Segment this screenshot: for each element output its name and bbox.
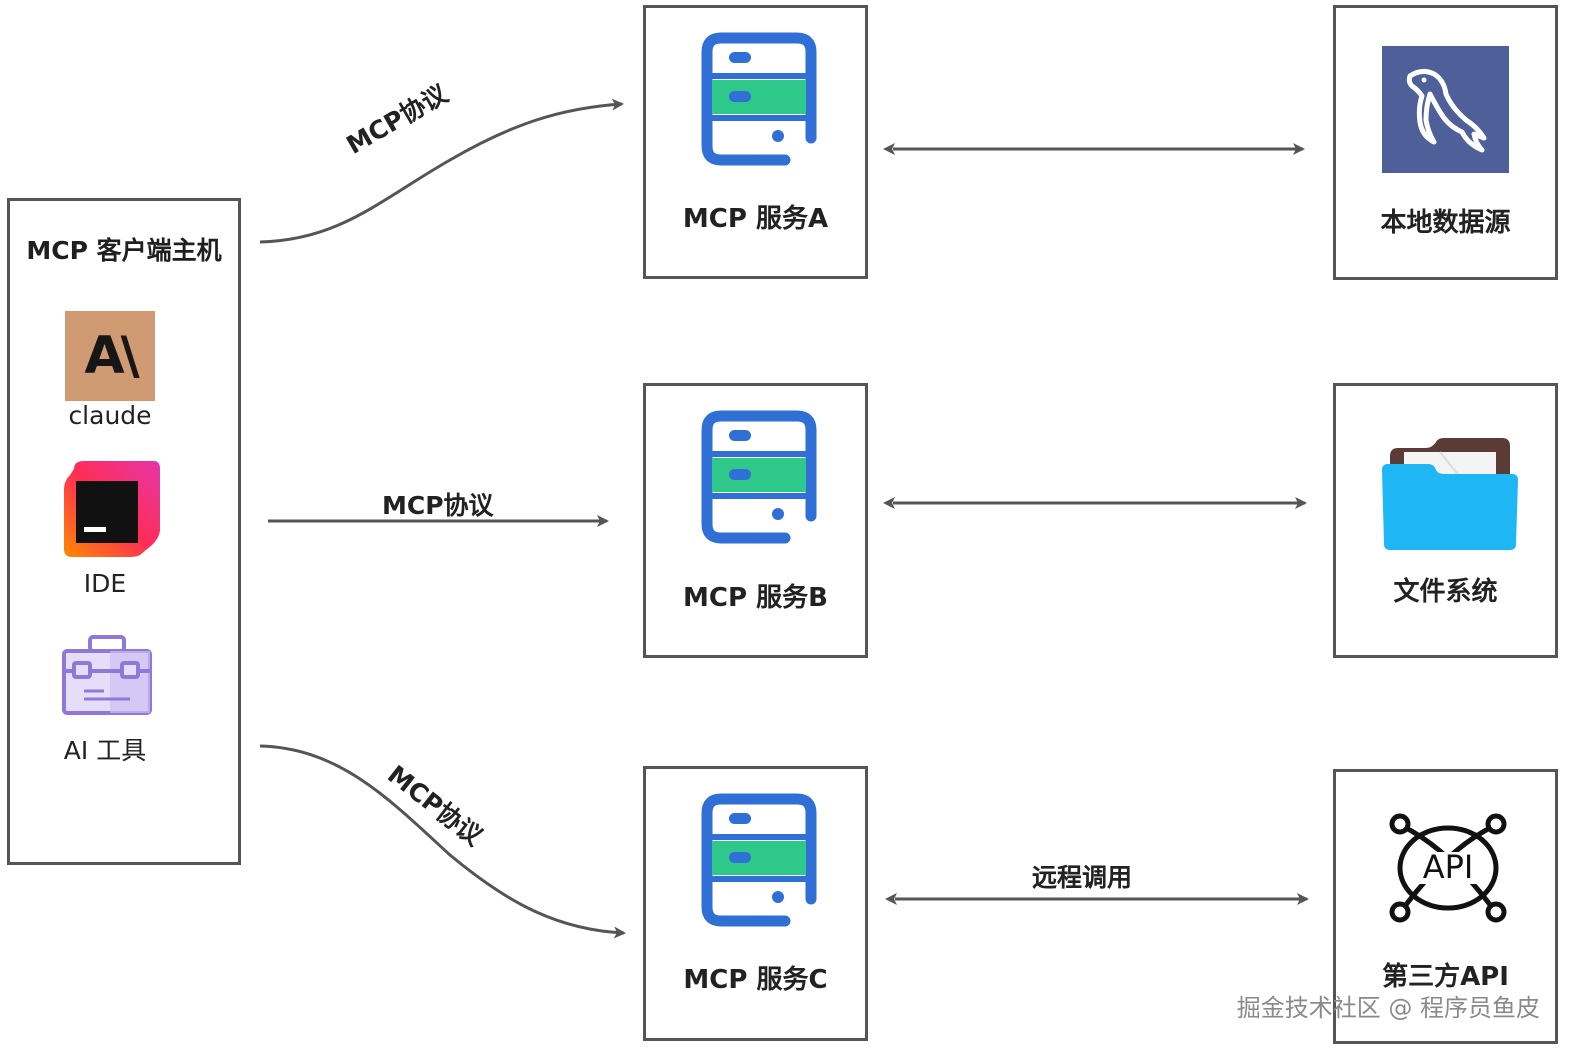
jetbrains-ide-icon (62, 459, 162, 559)
watermark: 掘金技术社区 @ 程序员鱼皮 (1236, 994, 1540, 1022)
server-a-box: MCP 服务A (643, 5, 868, 279)
server-icon (701, 32, 817, 172)
claude-logo-text: A\ (84, 326, 139, 386)
server-b-box: MCP 服务B (643, 383, 868, 658)
file-system-box: 文件系统 (1333, 383, 1558, 658)
claude-label: claude (68, 401, 152, 430)
client-host-title: MCP 客户端主机 (26, 236, 222, 265)
edge-client-to-server-c (259, 744, 626, 939)
claude-logo-icon: A\ (65, 311, 155, 401)
ai-tools-label: AI 工具 (63, 736, 147, 765)
server-icon (701, 410, 817, 550)
ide-label: IDE (83, 569, 127, 598)
edge-label-protocol-top: MCP协议 (341, 78, 453, 160)
server-a-label: MCP 服务A (682, 204, 829, 234)
server-c-label: MCP 服务C (683, 965, 828, 995)
local-datasource-label: 本地数据源 (1380, 208, 1511, 238)
server-c-box: MCP 服务C (643, 766, 868, 1041)
server-icon (701, 793, 817, 933)
client-host-box: MCP 客户端主机 A\ claude IDE (7, 198, 241, 865)
mysql-dolphin-icon (1382, 46, 1509, 173)
server-b-label: MCP 服务B (683, 583, 828, 613)
edge-label-remote-call: 远程调用 (1032, 863, 1133, 892)
third-party-api-box: API 第三方API (1333, 769, 1558, 1044)
api-icon: API (1386, 808, 1510, 932)
folder-icon (1380, 436, 1520, 558)
edge-client-to-server-a (259, 98, 624, 244)
toolbox-icon (60, 633, 154, 717)
edge-label-protocol-bottom: MCP协议 (382, 759, 488, 852)
edge-label-protocol-middle: MCP协议 (382, 491, 494, 520)
local-datasource-box: 本地数据源 (1333, 5, 1558, 280)
third-party-api-label: 第三方API (1382, 962, 1509, 992)
api-icon-text: API (1422, 848, 1474, 886)
file-system-label: 文件系统 (1393, 577, 1498, 607)
